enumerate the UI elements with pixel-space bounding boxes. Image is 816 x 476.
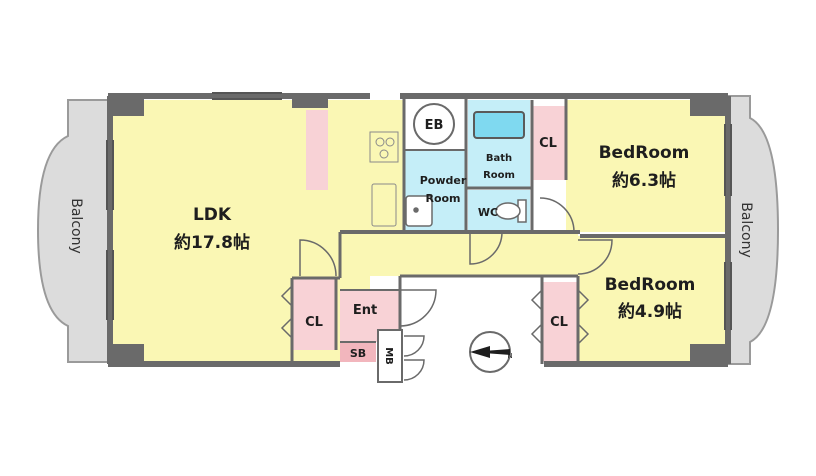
windows (106, 92, 732, 330)
balcony-right (725, 95, 780, 365)
closet-bed1-label: CL (539, 136, 557, 151)
closet-bed2-area (542, 282, 578, 362)
meter-box-label: MB (383, 347, 394, 365)
bedroom2-name: BedRoom (605, 275, 696, 295)
bedroom1-size: 約6.3帖 (612, 170, 676, 191)
ldk-size: 約17.8帖 (174, 232, 250, 253)
shoe-box-label: SB (350, 347, 366, 360)
bedroom1-name: BedRoom (599, 143, 690, 163)
washbasin (405, 195, 433, 227)
powder-label-2: Room (425, 192, 460, 205)
closet-ldk-label: CL (305, 315, 323, 330)
closet-doors (280, 110, 590, 345)
balcony-left (36, 99, 113, 363)
compass-north-label: N (507, 352, 512, 360)
bedroom2-area (578, 236, 726, 362)
closet-ldk-area (292, 278, 336, 350)
kitchen-counter (369, 131, 399, 227)
entrance-label: Ent (353, 303, 377, 318)
eb-label: EB (425, 118, 444, 133)
hallway-area (340, 232, 578, 276)
bath-label-2: Room (483, 170, 515, 181)
bath-label-1: Bath (486, 153, 512, 164)
bedroom2-size: 約4.9帖 (618, 301, 682, 322)
compass-icon: N (469, 331, 513, 373)
ldk-name: LDK (193, 205, 232, 225)
closet-bed1-area (532, 106, 566, 180)
pillars (108, 96, 728, 364)
balcony-right-label: Balcony (738, 202, 754, 258)
closet-bed2-label: CL (550, 315, 568, 330)
walls (107, 93, 731, 367)
wc-label: WC (478, 206, 498, 219)
meter-box-area (377, 329, 403, 383)
kitchen-island (306, 110, 328, 190)
powder-label-1: Powder (420, 174, 467, 187)
toilet (495, 199, 527, 223)
balcony-left-label: Balcony (68, 198, 84, 254)
eb-circle (413, 103, 455, 145)
bedroom1-area (566, 100, 726, 232)
shoe-box-area (340, 342, 376, 362)
bathtub (473, 111, 525, 139)
doors (299, 197, 613, 381)
kitchen-area (368, 100, 404, 232)
